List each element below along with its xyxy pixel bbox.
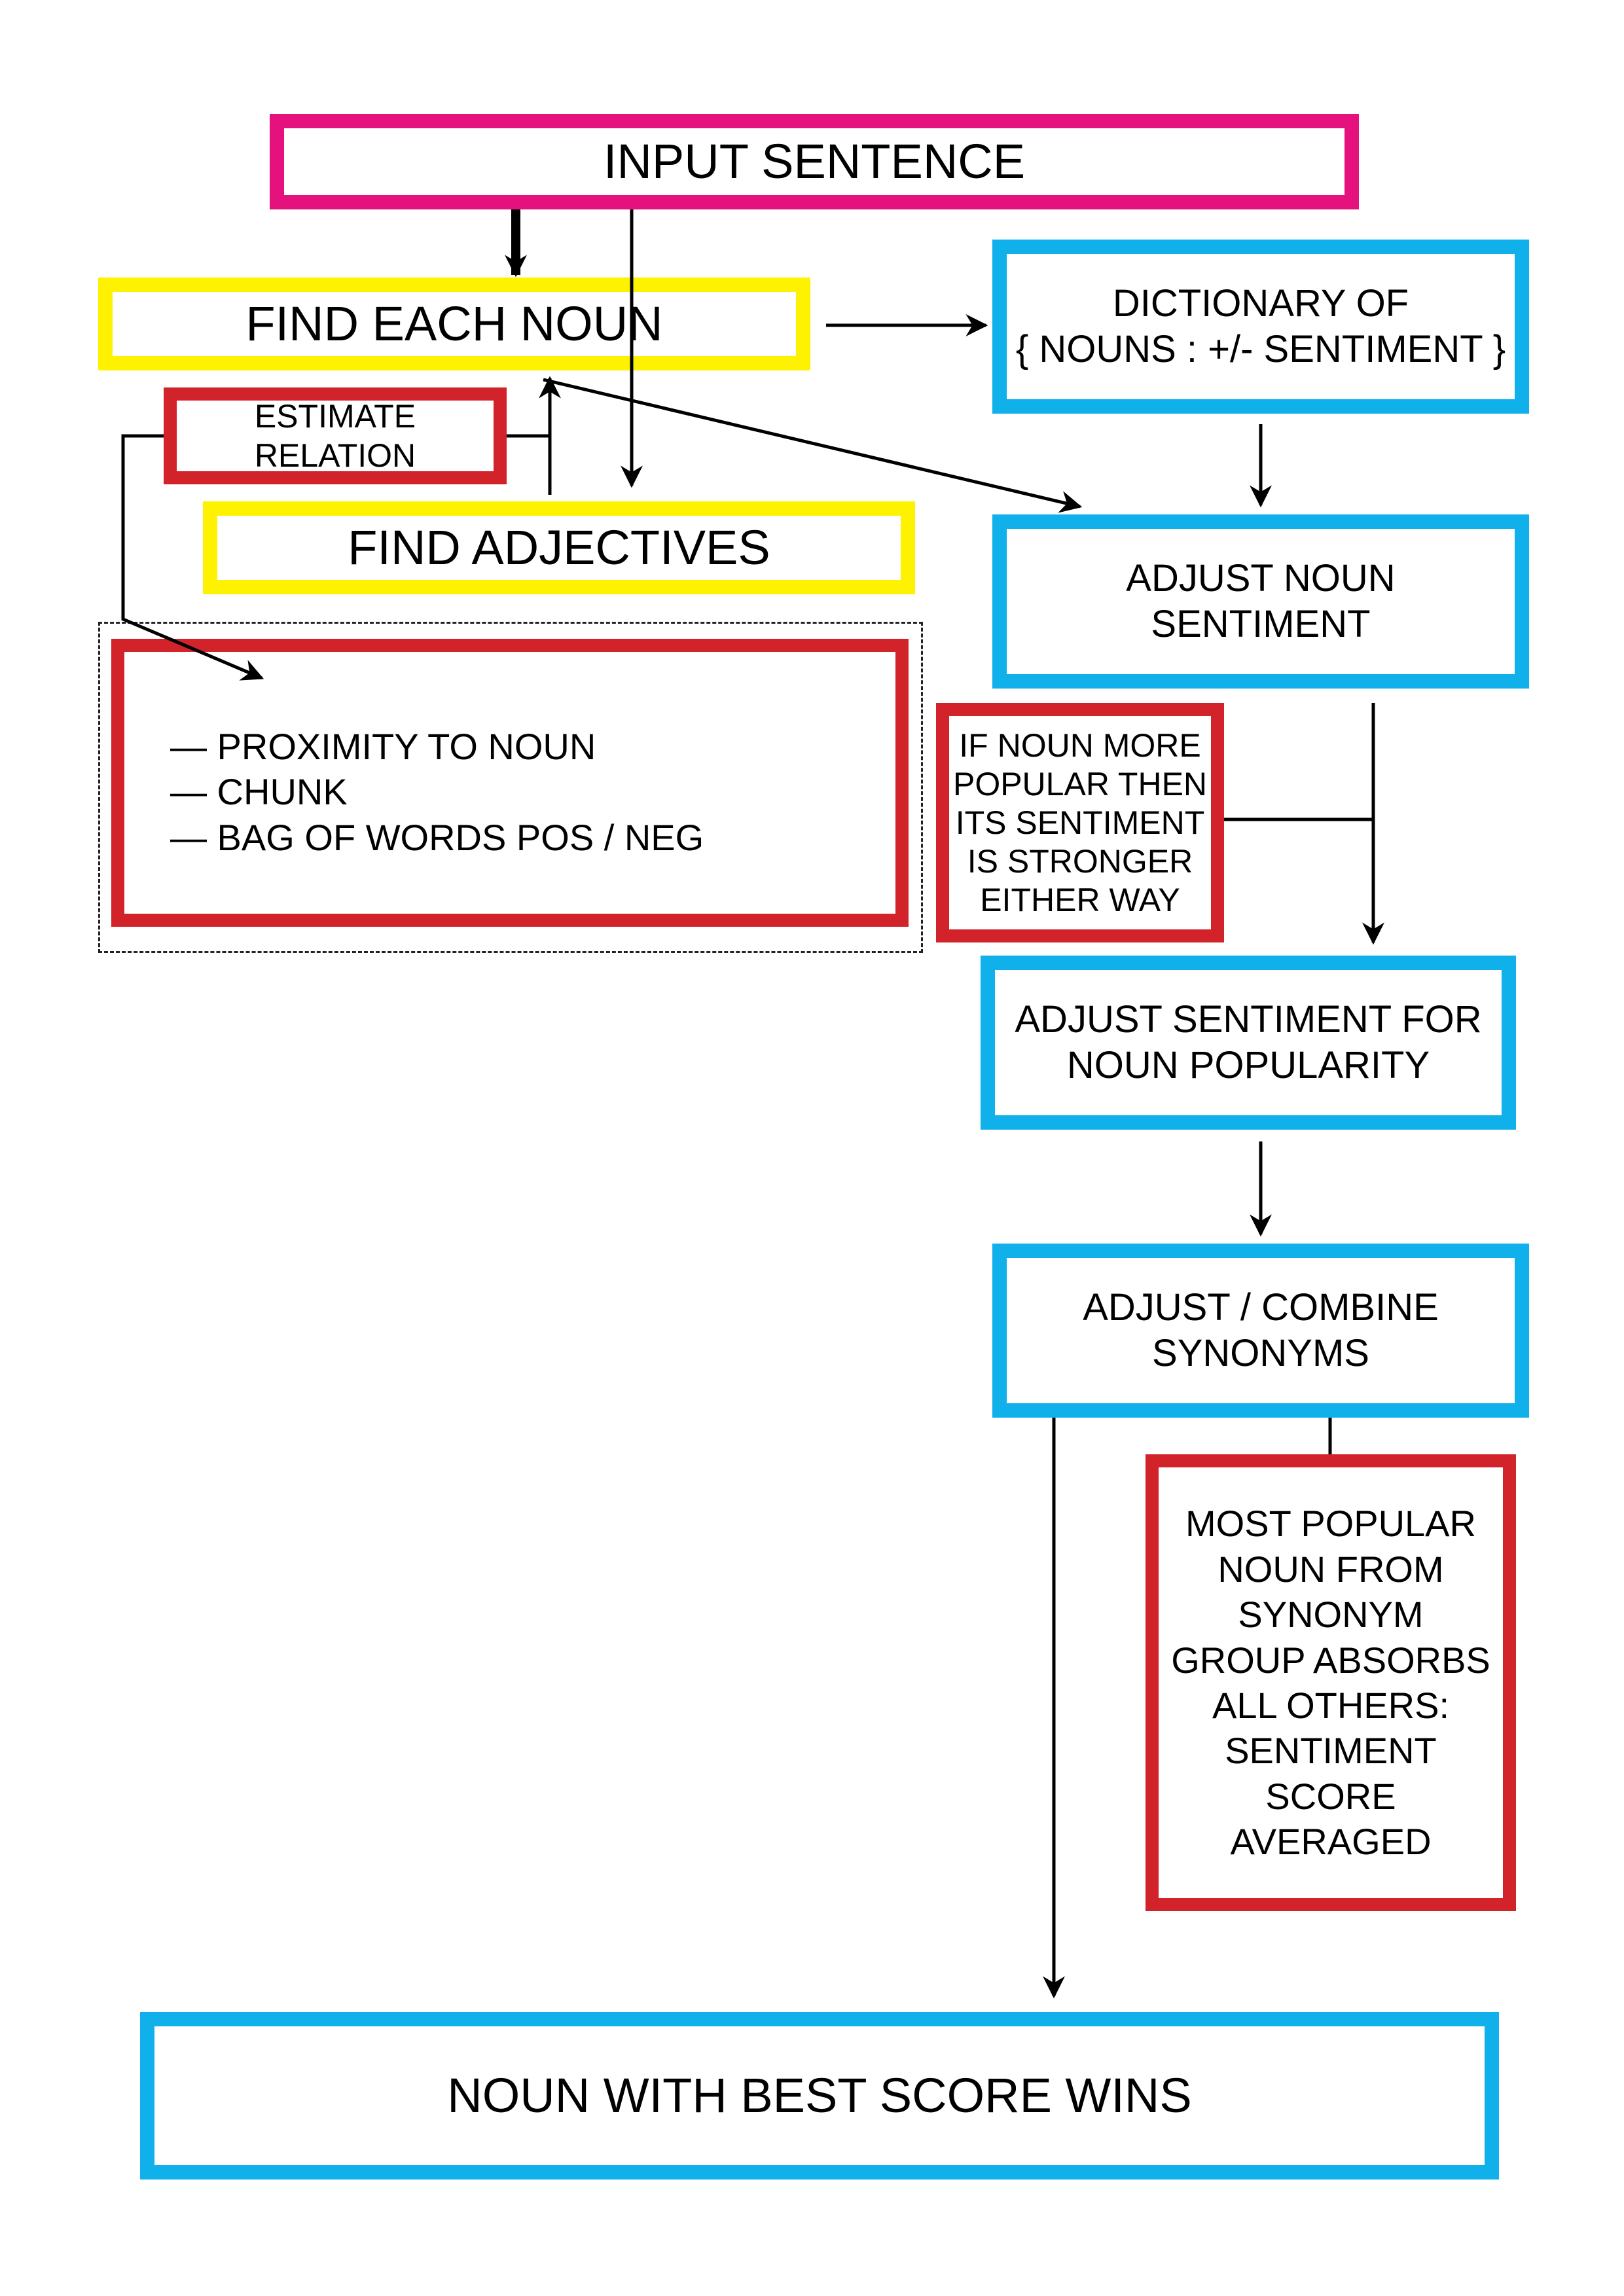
input-sentence-box: INPUT SENTENCE [270, 114, 1359, 209]
synonym-note-line-1: MOST POPULAR [1185, 1503, 1476, 1545]
popularity-note-line-4: IS STRONGER [967, 842, 1193, 880]
synonym-note-line-4: GROUP ABSORBS [1171, 1639, 1490, 1681]
dictionary-line-1: DICTIONARY OF [1112, 282, 1409, 325]
find-adjectives-label: FIND ADJECTIVES [348, 520, 770, 575]
find-adjectives-box: FIND ADJECTIVES [203, 501, 915, 594]
popularity-note-line-2: POPULAR THEN [952, 765, 1208, 802]
relation-methods-group [98, 622, 923, 953]
method-proximity: — PROXIMITY TO NOUN [170, 726, 596, 767]
adjust-synonyms-line-2: SYNONYMS [1152, 1332, 1369, 1374]
estimate-relation-line-1: ESTIMATE [254, 398, 416, 435]
relation-methods-box: — PROXIMITY TO NOUN — CHUNK — BAG OF WOR… [111, 639, 909, 927]
synonym-note-line-8: AVERAGED [1230, 1821, 1432, 1863]
best-score-box: NOUN WITH BEST SCORE WINS [140, 2012, 1499, 2179]
popularity-note-box: IF NOUN MORE POPULAR THEN ITS SENTIMENT … [936, 703, 1224, 942]
find-each-noun-box: FIND EACH NOUN [98, 278, 810, 370]
find-each-noun-label: FIND EACH NOUN [245, 296, 663, 351]
synonym-note-line-7: SCORE [1265, 1775, 1396, 1817]
synonym-note-line-6: SENTIMENT [1225, 1730, 1437, 1772]
popularity-note-line-5: EITHER WAY [980, 881, 1180, 918]
synonym-note-line-2: NOUN FROM [1218, 1548, 1444, 1590]
adjust-popularity-box: ADJUST SENTIMENT FOR NOUN POPULARITY [981, 956, 1516, 1130]
adjust-noun-sentiment-box: ADJUST NOUN SENTIMENT [992, 514, 1529, 689]
popularity-note-line-3: ITS SENTIMENT [955, 804, 1205, 841]
dictionary-line-2: { NOUNS : +/- SENTIMENT } [1015, 328, 1506, 370]
estimate-relation-box: ESTIMATE RELATION [164, 387, 507, 484]
synonym-note-box: MOST POPULAR NOUN FROM SYNONYM GROUP ABS… [1146, 1454, 1516, 1911]
adjust-popularity-line-2: NOUN POPULARITY [1066, 1044, 1430, 1086]
popularity-note-line-1: IF NOUN MORE [959, 726, 1201, 764]
synonym-note-line-5: ALL OTHERS: [1212, 1685, 1449, 1726]
input-sentence-label: INPUT SENTENCE [603, 134, 1026, 188]
adjust-synonyms-line-1: ADJUST / COMBINE [1083, 1286, 1439, 1329]
method-chunk: — CHUNK [170, 771, 348, 813]
synonym-note-line-3: SYNONYM [1238, 1594, 1424, 1636]
dictionary-box: DICTIONARY OF { NOUNS : +/- SENTIMENT } [992, 240, 1529, 414]
adjust-noun-sentiment-line-1: ADJUST NOUN [1126, 557, 1396, 600]
best-score-label: NOUN WITH BEST SCORE WINS [447, 2068, 1192, 2123]
estimate-relation-line-2: RELATION [254, 437, 416, 474]
adjust-popularity-line-1: ADJUST SENTIMENT FOR [1015, 998, 1482, 1041]
adjust-noun-sentiment-line-2: SENTIMENT [1151, 603, 1371, 645]
method-bag-of-words: — BAG OF WORDS POS / NEG [170, 816, 704, 858]
adjust-synonyms-box: ADJUST / COMBINE SYNONYMS [992, 1244, 1529, 1418]
